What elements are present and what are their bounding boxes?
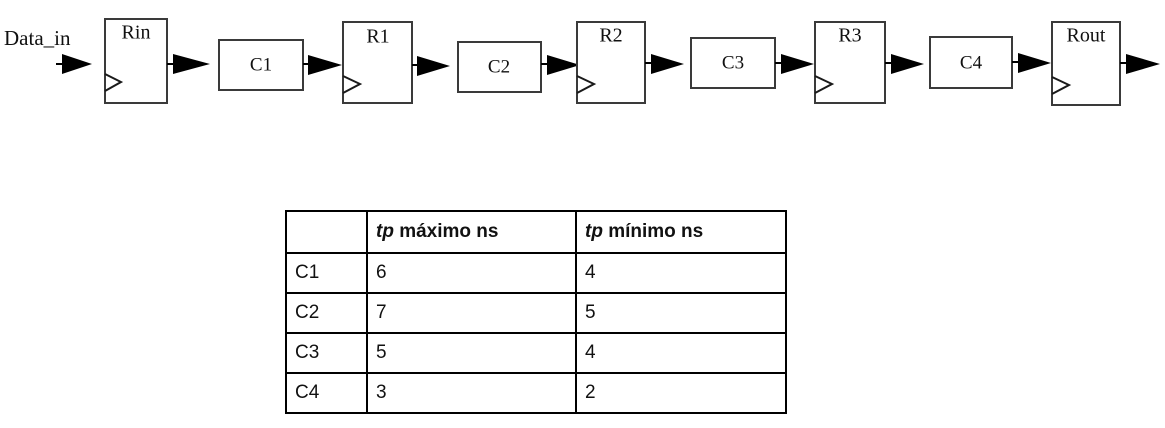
arrow-r2-to-c3	[645, 54, 684, 74]
arrow-c3-to-r3	[775, 54, 814, 74]
tp-variable-min: tp	[585, 221, 603, 242]
arrow-c1-to-r1	[303, 55, 342, 75]
cell-c3-tp-max: 5	[366, 332, 577, 374]
arrow-c4-to-rout	[1012, 53, 1051, 73]
table-header-tp-max: tp máximo ns	[366, 210, 577, 254]
register-block-r2: R2	[576, 21, 646, 104]
arrow-rout-output	[1120, 54, 1160, 74]
combinational-block-c2: C2	[457, 41, 542, 93]
register-block-r1: R1	[342, 21, 413, 104]
propagation-delay-table: tp máximo ns tp mínimo ns C1 6 4 C2 7 5 …	[285, 210, 787, 414]
table-header: tp máximo ns tp mínimo ns	[285, 210, 787, 254]
arrow-r3-to-c4	[885, 54, 924, 74]
tp-header-rest-max: máximo ns	[393, 221, 499, 242]
combinational-block-c4: C4	[929, 36, 1013, 89]
combinational-label-c4: C4	[960, 52, 983, 73]
table-header-row: tp máximo ns tp mínimo ns	[285, 210, 787, 254]
tp-header-rest-min: mínimo ns	[602, 221, 704, 242]
arrow-c2-to-r2	[541, 55, 580, 75]
combinational-label-c3: C3	[722, 52, 744, 73]
register-block-r3: R3	[814, 21, 886, 104]
tp-variable-max: tp	[376, 221, 394, 242]
row-label-c4: C4	[285, 372, 368, 414]
cell-c3-tp-min: 4	[575, 332, 787, 374]
propagation-delay-table-container: tp máximo ns tp mínimo ns C1 6 4 C2 7 5 …	[285, 210, 787, 414]
register-label-rout: Rout	[1067, 25, 1106, 47]
cell-c4-tp-min: 2	[575, 372, 787, 414]
clock-input-marker-r1	[342, 75, 363, 94]
combinational-block-c3: C3	[690, 37, 776, 89]
row-label-c1: C1	[285, 252, 368, 294]
clock-input-marker-r2	[576, 75, 597, 94]
pipeline-diagram: Data_in Rin C1 R1	[0, 0, 1165, 130]
register-block-rin: Rin	[104, 18, 168, 104]
cell-c1-tp-min: 4	[575, 252, 787, 294]
register-block-rout: Rout	[1051, 21, 1121, 106]
clock-input-marker-rout	[1051, 76, 1072, 95]
cell-c4-tp-max: 3	[366, 372, 577, 414]
row-label-c3: C3	[285, 332, 368, 374]
cell-c2-tp-min: 5	[575, 292, 787, 334]
table-row: C1 6 4	[285, 252, 787, 294]
register-label-rin: Rin	[122, 22, 151, 44]
combinational-label-c2: C2	[488, 56, 510, 77]
clock-input-marker-r3	[814, 75, 835, 94]
cell-c2-tp-max: 7	[366, 292, 577, 334]
combinational-label-c1: C1	[250, 54, 272, 75]
table-header-tp-min: tp mínimo ns	[575, 210, 787, 254]
input-signal-label: Data_in	[4, 26, 71, 50]
table-body: C1 6 4 C2 7 5 C3 5 4 C4 3 2	[285, 252, 787, 414]
arrow-r1-to-c2	[412, 56, 450, 76]
pipeline-diagram-canvas: Data_in Rin C1 R1	[4, 18, 1160, 106]
arrow-rin-to-c1	[167, 54, 210, 74]
cell-c1-tp-max: 6	[366, 252, 577, 294]
table-row: C2 7 5	[285, 292, 787, 334]
table-corner-header	[285, 210, 368, 254]
row-label-c2: C2	[285, 292, 368, 334]
clock-input-marker-rin	[104, 73, 124, 92]
arrow-datain-to-rin	[56, 54, 92, 74]
table-row: C3 5 4	[285, 332, 787, 374]
register-label-r1: R1	[366, 26, 389, 48]
table-row: C4 3 2	[285, 372, 787, 414]
combinational-block-c1: C1	[218, 39, 304, 91]
register-label-r2: R2	[599, 25, 622, 47]
register-label-r3: R3	[838, 25, 861, 47]
